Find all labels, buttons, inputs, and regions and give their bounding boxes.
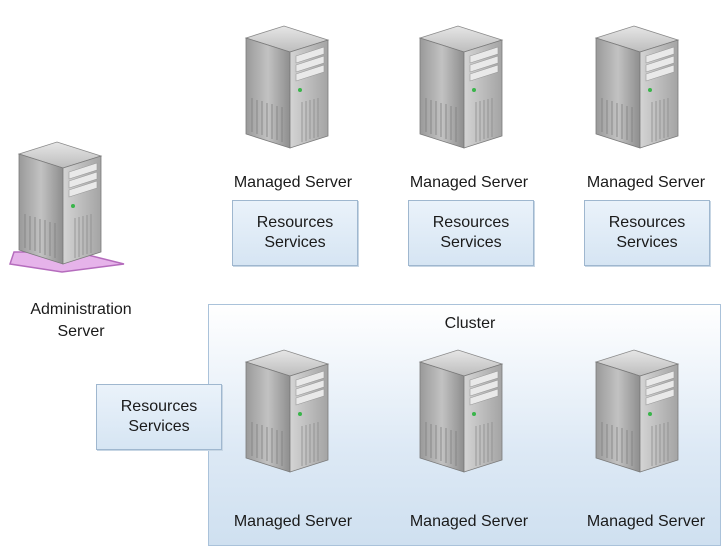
cluster-server-icon bbox=[418, 348, 504, 474]
cluster-resources-services-box: Resources Services bbox=[96, 384, 222, 450]
managed-server-label: Managed Server bbox=[233, 174, 353, 191]
box-line2: Services bbox=[616, 234, 678, 251]
managed-server-icon bbox=[244, 24, 330, 150]
admin-server-label-line2: Server bbox=[57, 323, 105, 340]
cluster-server-label: Managed Server bbox=[233, 513, 353, 530]
admin-server-icon bbox=[14, 140, 106, 266]
box-line1: Resources bbox=[608, 214, 686, 231]
box-line2: Services bbox=[440, 234, 502, 251]
admin-server-label-line1: Administration bbox=[30, 301, 132, 318]
managed-server-icon bbox=[594, 24, 680, 150]
resources-services-box: Resources Services bbox=[408, 200, 534, 266]
cluster-title: Cluster bbox=[444, 315, 496, 332]
managed-server-icon bbox=[418, 24, 504, 150]
resources-services-box: Resources Services bbox=[232, 200, 358, 266]
resources-services-box: Resources Services bbox=[584, 200, 710, 266]
box-line1: Resources bbox=[432, 214, 510, 231]
box-line2: Services bbox=[128, 418, 190, 435]
managed-server-label: Managed Server bbox=[409, 174, 529, 191]
managed-server-label: Managed Server bbox=[586, 174, 706, 191]
box-line1: Resources bbox=[256, 214, 334, 231]
cluster-server-label: Managed Server bbox=[586, 513, 706, 530]
box-line1: Resources bbox=[120, 398, 198, 415]
cluster-server-label: Managed Server bbox=[409, 513, 529, 530]
cluster-server-icon bbox=[594, 348, 680, 474]
box-line2: Services bbox=[264, 234, 326, 251]
cluster-server-icon bbox=[244, 348, 330, 474]
